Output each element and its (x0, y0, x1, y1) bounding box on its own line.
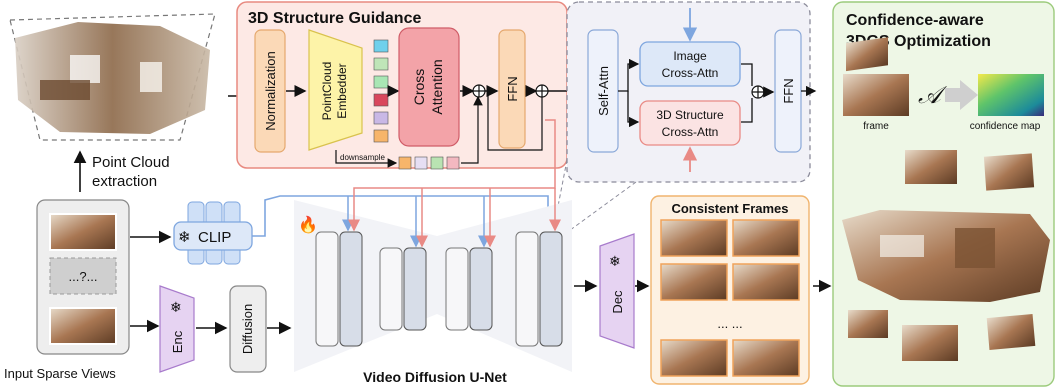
residual-path-2 (487, 91, 543, 151)
embedder-label-1: PointCloud (320, 62, 334, 121)
point-cloud-illustration (9, 13, 216, 141)
input-view-1 (49, 213, 117, 251)
image-to-add-path (741, 63, 753, 86)
confidence-map-label: confidence map (970, 121, 1041, 132)
structure-cross-label-1: 3D Structure (656, 108, 724, 122)
ffn-block (498, 29, 526, 149)
snowflake-icon: ❄ (170, 299, 182, 315)
point-cloud-label-2: extraction (92, 173, 157, 190)
input-view-2 (49, 307, 117, 345)
conditioning-arrows (342, 119, 561, 248)
normalization-block (254, 29, 286, 153)
encoder-label: Enc (170, 330, 185, 353)
cross-attention-block (398, 27, 460, 147)
zoom-line-2 (561, 181, 637, 237)
fire-icon: 🔥 (298, 215, 318, 234)
clip-to-unet-path (252, 195, 555, 237)
frame-thumbnail (843, 74, 909, 116)
token-column (373, 39, 389, 143)
diffusion-block (229, 285, 267, 373)
embedder-label-2: Embedder (335, 63, 349, 118)
cross-attention-label-1: Cross (411, 69, 427, 106)
operator-arrow (945, 80, 978, 110)
consistent-frames-grid (660, 219, 800, 377)
selfattn-to-image-path (618, 58, 640, 92)
confidence-title-1: Confidence-aware (846, 12, 984, 29)
diffusion-label: Diffusion (240, 304, 255, 354)
unet-blocks (315, 231, 563, 347)
selfattn-to-structure-path (627, 91, 640, 128)
consistent-frames-title: Consistent Frames (671, 201, 788, 216)
confidence-map-thumbnail (978, 74, 1044, 116)
encoder-block (159, 285, 195, 373)
snowflake-icon: ❄ (609, 253, 621, 269)
frames-ellipsis: ... ... (717, 316, 742, 331)
tokens-up-path (461, 95, 483, 164)
downsampled-tokens (398, 156, 460, 170)
downsample-path (335, 150, 398, 168)
pointcloud-embedder-block (308, 29, 363, 151)
structure-guidance-title: 3D Structure Guidance (248, 10, 421, 27)
gaussian-scene-views (842, 37, 1050, 361)
decoder-label: Dec (610, 290, 625, 314)
downsample-label: downsample (340, 153, 385, 162)
unet-label: Video Diffusion U-Net (363, 369, 507, 385)
input-label: Input Sparse Views (4, 366, 116, 381)
clip-label: CLIP (198, 229, 231, 246)
snowflake-icon: ❄ (178, 229, 191, 246)
decoder-block (599, 233, 635, 349)
frame-label: frame (863, 121, 889, 132)
input-placeholder: ...?... (69, 269, 98, 284)
image-cross-attn-block (639, 41, 741, 87)
zoom-line-1 (552, 159, 568, 233)
image-cross-label-2: Cross-Attn (662, 66, 719, 80)
ffn-label: FFN (505, 76, 520, 101)
cross-attention-label-2: Attention (429, 59, 445, 114)
normalization-label: Normalization (263, 51, 278, 130)
structure-to-add-path (741, 98, 753, 123)
structure-cross-label-2: Cross-Attn (662, 125, 719, 139)
point-cloud-label-1: Point Cloud (92, 154, 170, 171)
image-cross-label-1: Image (673, 49, 707, 63)
self-attn-label: Self-Attn (596, 66, 611, 116)
detail-ffn-label: FFN (781, 78, 796, 103)
input-placeholder-box (49, 257, 117, 295)
structure-cross-attn-block (639, 100, 741, 146)
clip-block (173, 201, 253, 265)
